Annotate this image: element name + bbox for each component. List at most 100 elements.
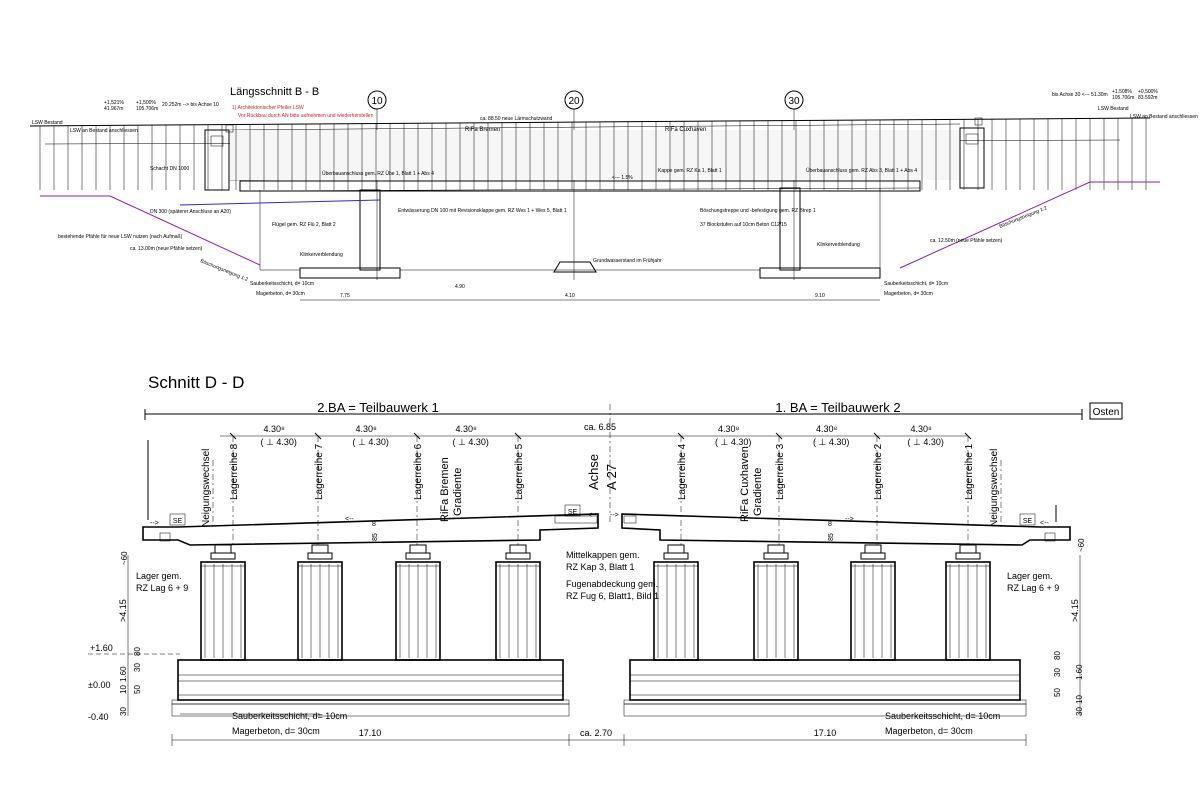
dimension-tick: [229, 432, 237, 440]
level-text: 105.706m: [136, 106, 158, 112]
bearing-plate: [505, 552, 531, 560]
cantilever-60-left: ~60: [120, 551, 129, 565]
note-fugen-2: RZ Fug 6, Blatt1, Bild 1: [566, 591, 659, 601]
axis-marker-20: 20: [564, 90, 584, 280]
width-left: 17.10: [359, 728, 382, 738]
bearing-row-label: Lagerreihe 1: [964, 443, 975, 500]
bearing-row-label: Lagerreihe 2: [873, 443, 884, 500]
pier-center: [553, 261, 597, 273]
bearing-row-label: Lagerreihe 6: [413, 443, 424, 500]
level-zero: ±0.00: [88, 680, 110, 690]
slope-change-label-left: Neigungswechsel: [201, 449, 212, 527]
flow-arrow: -->: [150, 520, 159, 527]
dimension-tick: [775, 432, 783, 440]
ba1-label: 1. BA = Teilbauwerk 2: [775, 400, 900, 415]
annotation: Entwässerung DN 100 mit Revisionsklappe …: [398, 208, 567, 214]
annotation: Böschungsneigung 1:2: [999, 205, 1049, 230]
bearing: [959, 544, 977, 554]
note-lager-left-2: RZ Lag 6 + 9: [136, 583, 188, 593]
osten-label: Osten: [1093, 407, 1120, 418]
lsw-label: LSW an Bestand anschliessen: [1130, 114, 1198, 120]
thickness-85-right: 85: [828, 533, 835, 541]
height-label-left: >4.15: [118, 599, 128, 622]
note-mittelkappen-2: RZ Kap 3, Blatt 1: [566, 562, 635, 572]
dim-10: 10: [119, 685, 128, 694]
span-sublabel: ( ⊥ 4.30): [908, 437, 944, 447]
thickness-85-left: 85: [372, 533, 379, 541]
dimension-text: 4.10: [565, 293, 575, 299]
svg-text:SE: SE: [173, 518, 183, 525]
annotation: 37 Blockstufen auf 10cm Beton C12/15: [700, 222, 787, 228]
flow-arrow: <--: [345, 516, 354, 523]
annotation: Flügel gem. RZ Flü 2, Blatt 2: [272, 222, 336, 228]
bearing-rows: Lagerreihe 8 Lagerreihe 7 Lagerreihe 6 Lage…: [229, 432, 975, 548]
svg-text:<--- 1.5%: <--- 1.5%: [612, 175, 633, 181]
dim-30-r-bottom: 30: [1075, 707, 1084, 716]
foundation-right: [623, 659, 1027, 717]
bearing-plate: [955, 552, 981, 560]
label-sauberkeit-left: Sauberkeitsschicht, d= 10cm: [232, 711, 347, 721]
span-sublabel: ( ⊥ 4.30): [813, 437, 849, 447]
lsw-label: LSW Bestand: [32, 120, 63, 126]
dimension-tick: [514, 432, 522, 440]
wall-label: ca. 88.50 neue Lärmschutzwand: [480, 116, 552, 122]
note-fugen-1: Fugenabdeckung gem.: [566, 579, 658, 589]
dimension-text: 4.90: [455, 284, 465, 290]
dim-80-r: 80: [1053, 651, 1062, 660]
dimension-tick: [314, 432, 322, 440]
note-lager-right-1: Lager gem.: [1007, 571, 1053, 581]
level-minus-040: -0.40: [88, 712, 109, 722]
annotation: Klinkerverblendung: [817, 242, 860, 248]
section-title-top: Längsschnitt B - B: [230, 86, 319, 98]
bearing-row-label: Lagerreihe 8: [229, 443, 240, 500]
annotation: Klinkerverblendung: [300, 252, 343, 258]
bearing: [667, 544, 685, 554]
dim-50-r: 50: [1053, 688, 1062, 697]
dim-30: 30: [133, 663, 142, 672]
annotation: Kappe gem. RZ Ka 1, Blatt 1: [658, 168, 722, 174]
width-right: 17.10: [814, 728, 837, 738]
span-label: 4.30⁸: [816, 424, 838, 434]
gradient-label-left-1: RiFa Bremen: [439, 457, 451, 522]
dimension-text: ca. 13.00m (neue Pfähle setzen): [130, 246, 203, 252]
annotation: Sauberkeitsschicht, d= 10cm: [250, 281, 314, 287]
bearing-row-label: Lagerreihe 4: [677, 443, 688, 500]
svg-text:10: 10: [371, 96, 383, 107]
dim-160: 1.60: [119, 666, 128, 682]
label-sauberkeit-right: Sauberkeitsschicht, d= 10cm: [885, 711, 1000, 721]
annotation: Böschungstreppe und -befestigung gem. RZ…: [700, 208, 816, 214]
red-note-1: 1) Architektonischer Pfeiler LSW: [232, 105, 304, 111]
direction-label: RiFa Bremen: [465, 127, 500, 133]
annotation: Überbauanschluss gem. RZ Übe 1, Blatt 1 …: [322, 170, 434, 177]
pier: [653, 544, 699, 661]
bearing-plate: [663, 552, 689, 560]
span-label: 4.30⁸: [356, 424, 378, 434]
dim-10-r: 10: [1075, 695, 1084, 704]
label-mager-right: Magerbeton, d= 30cm: [885, 726, 973, 736]
embankment-right: [899, 181, 1160, 269]
architectural-pillar-right: [959, 117, 985, 189]
lsw-label: LSW an Bestand anschliessen: [70, 128, 138, 134]
gradient-label-right-2: Gradiente: [752, 468, 764, 516]
flow-arrow: -->: [845, 516, 854, 523]
annotation: bestehende Pfähle für neue LSW nutzen (n…: [58, 234, 183, 240]
slope-change-label-right: Neigungswechsel: [989, 449, 1000, 527]
dimension-text: 7.75: [340, 293, 350, 299]
ba2-label: 2.BA = Teilbauwerk 1: [317, 400, 439, 415]
dim-30-r: 30: [1053, 668, 1062, 677]
dim-80: 80: [133, 647, 142, 656]
bearing-row-label: Lagerreihe 7: [314, 443, 325, 500]
pier: [297, 544, 343, 661]
dimension-tick: [677, 432, 685, 440]
level-text: +1,508%: [1112, 89, 1132, 95]
abutment-right: [759, 187, 881, 279]
annotation: Schacht DN 1000: [150, 166, 189, 172]
pier: [753, 544, 799, 661]
height-label-right: >4.15: [1070, 599, 1080, 622]
bearing: [864, 544, 882, 554]
pier: [495, 544, 541, 661]
section-title-bottom: Schnitt D - D: [148, 373, 244, 392]
level-text: 20.252m --> bis Achse 10: [162, 102, 219, 108]
bearing-row-label: Lagerreihe 3: [775, 443, 786, 500]
